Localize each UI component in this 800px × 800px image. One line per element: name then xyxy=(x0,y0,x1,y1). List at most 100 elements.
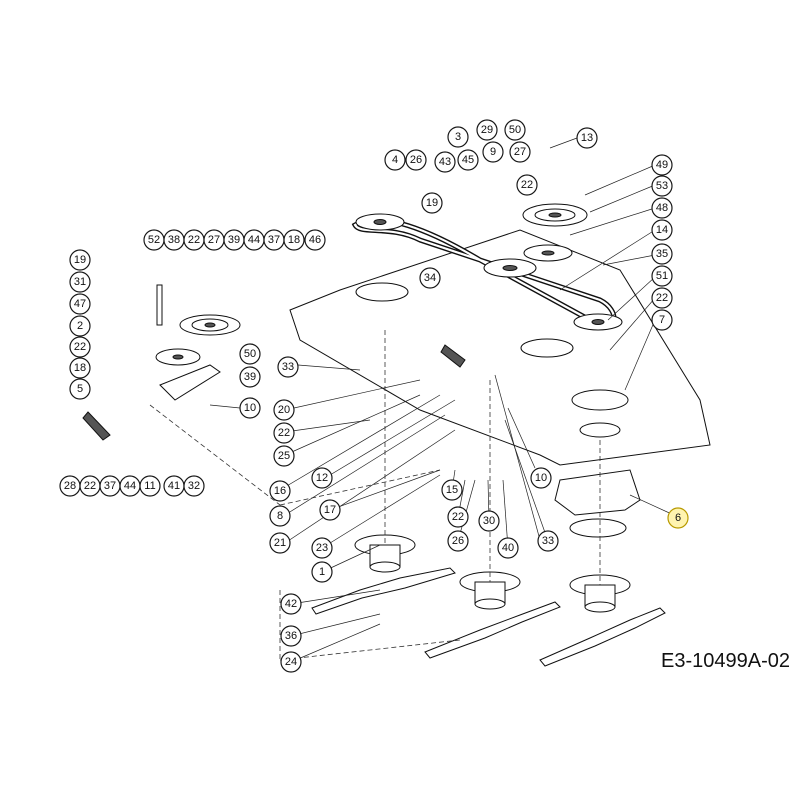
callout: 12 xyxy=(311,467,333,489)
callout: 39 xyxy=(239,366,261,388)
callout: 29 xyxy=(476,119,498,141)
callout: 34 xyxy=(419,267,441,289)
callout: 28 xyxy=(59,475,81,497)
svg-text:30: 30 xyxy=(483,515,495,527)
svg-text:18: 18 xyxy=(74,362,86,374)
svg-text:27: 27 xyxy=(514,146,526,158)
callout: 36 xyxy=(280,625,302,647)
svg-text:11: 11 xyxy=(144,480,155,492)
svg-text:44: 44 xyxy=(124,480,136,492)
callout: 25 xyxy=(273,445,295,467)
callout: 22 xyxy=(69,336,91,358)
svg-text:21: 21 xyxy=(274,537,286,549)
spindle-center xyxy=(459,571,521,610)
svg-text:15: 15 xyxy=(446,484,458,496)
svg-text:46: 46 xyxy=(309,234,321,246)
callout: 5 xyxy=(69,378,91,400)
left-pulley-assembly xyxy=(155,284,241,401)
callout: 37 xyxy=(99,475,121,497)
callout: 35 xyxy=(651,243,673,265)
svg-text:22: 22 xyxy=(656,292,668,304)
svg-text:33: 33 xyxy=(282,361,294,373)
callout: 22 xyxy=(183,229,205,251)
callout: 50 xyxy=(239,343,261,365)
svg-text:40: 40 xyxy=(502,542,514,554)
callout: 32 xyxy=(183,475,205,497)
callout: 46 xyxy=(304,229,326,251)
callout: 53 xyxy=(651,175,673,197)
svg-text:44: 44 xyxy=(248,234,260,246)
svg-text:52: 52 xyxy=(148,234,160,246)
svg-text:39: 39 xyxy=(244,371,256,383)
svg-text:27: 27 xyxy=(208,234,220,246)
callout: 15 xyxy=(441,479,463,501)
callout: 27 xyxy=(203,229,225,251)
svg-text:5: 5 xyxy=(77,383,83,395)
svg-text:22: 22 xyxy=(521,179,533,191)
svg-text:16: 16 xyxy=(274,485,286,497)
callout: 33 xyxy=(277,356,299,378)
svg-text:19: 19 xyxy=(426,197,438,209)
callout: 45 xyxy=(457,149,479,171)
callout: 23 xyxy=(311,537,333,559)
callout: 22 xyxy=(516,174,538,196)
callout: 33 xyxy=(537,530,559,552)
callout: 26 xyxy=(447,530,469,552)
callout: 31 xyxy=(69,271,91,293)
svg-text:7: 7 xyxy=(659,314,665,326)
svg-text:26: 26 xyxy=(410,154,422,166)
callout: 41 xyxy=(163,475,185,497)
leader-lines xyxy=(209,137,677,663)
callout: 16 xyxy=(269,480,291,502)
callout: 3 xyxy=(447,126,469,148)
callout: 18 xyxy=(283,229,305,251)
svg-text:50: 50 xyxy=(244,348,256,360)
blade-center xyxy=(424,601,561,659)
svg-text:8: 8 xyxy=(277,510,283,522)
svg-text:45: 45 xyxy=(462,154,474,166)
svg-text:22: 22 xyxy=(74,341,86,353)
svg-text:22: 22 xyxy=(452,511,464,523)
callout: 17 xyxy=(319,499,341,521)
svg-text:19: 19 xyxy=(74,254,86,266)
svg-text:28: 28 xyxy=(64,480,76,492)
callout: 44 xyxy=(243,229,265,251)
svg-text:35: 35 xyxy=(656,248,668,260)
callout: 9 xyxy=(482,141,504,163)
svg-text:22: 22 xyxy=(278,427,290,439)
callout: 49 xyxy=(651,154,673,176)
svg-text:14: 14 xyxy=(656,224,668,236)
svg-text:37: 37 xyxy=(104,480,116,492)
callout: 22 xyxy=(273,422,295,444)
svg-text:41: 41 xyxy=(168,480,180,492)
callout: 22 xyxy=(447,506,469,528)
svg-text:6: 6 xyxy=(675,512,681,524)
callout: 44 xyxy=(119,475,141,497)
callout: 51 xyxy=(651,265,673,287)
svg-text:22: 22 xyxy=(188,234,200,246)
pulley-left xyxy=(355,213,405,231)
svg-text:37: 37 xyxy=(268,234,280,246)
pulley-right xyxy=(573,313,623,331)
callout: 47 xyxy=(69,293,91,315)
callout: 1 xyxy=(311,561,333,583)
svg-text:49: 49 xyxy=(656,159,668,171)
callout: 30 xyxy=(478,510,500,532)
svg-text:1: 1 xyxy=(319,566,325,578)
svg-text:33: 33 xyxy=(542,535,554,547)
svg-text:20: 20 xyxy=(278,404,290,416)
svg-text:22: 22 xyxy=(84,480,96,492)
idler-pulley-mid xyxy=(523,244,573,262)
callout: 20 xyxy=(273,399,295,421)
svg-text:12: 12 xyxy=(316,472,328,484)
svg-text:39: 39 xyxy=(228,234,240,246)
spring-left xyxy=(82,411,111,441)
svg-text:36: 36 xyxy=(285,630,297,642)
svg-text:9: 9 xyxy=(490,146,496,158)
callout: 40 xyxy=(497,537,519,559)
svg-text:32: 32 xyxy=(188,480,200,492)
callout: 48 xyxy=(651,197,673,219)
spring-right xyxy=(440,344,466,368)
drawing-code-label: E3-10499A-02 xyxy=(661,650,790,672)
callout: 37 xyxy=(263,229,285,251)
